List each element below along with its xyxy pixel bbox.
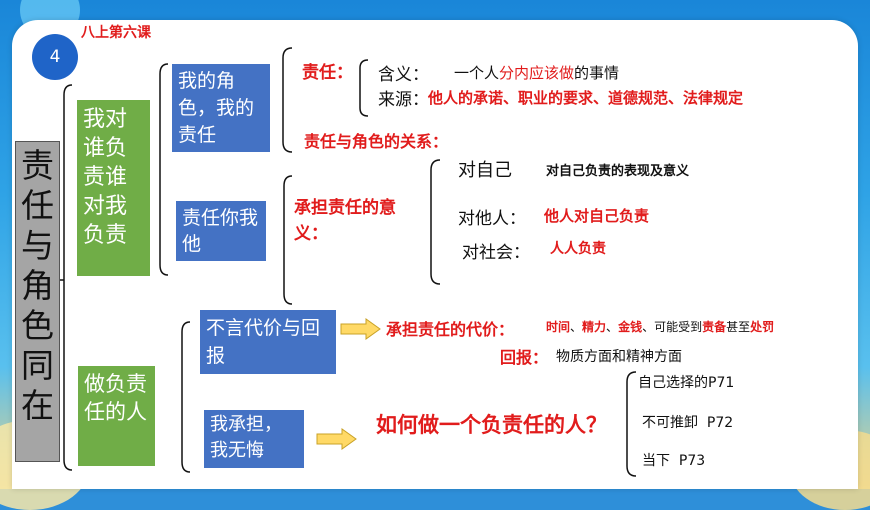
cost-box: 不言代价与回报 — [200, 310, 336, 374]
no-regret-box-label: 我承担，我无悔 — [210, 414, 282, 461]
significance-heading: 承担责任的意义： — [294, 195, 406, 247]
role-box-label: 我的角色，我的责任 — [178, 70, 255, 146]
cost-items: 时间、精力、金钱、可能受到责备甚至处罚 — [546, 318, 774, 335]
meaning-text: 一个人分内应该做的事情 — [454, 62, 619, 83]
meaning-post: 的事情 — [574, 64, 620, 82]
cost-item-punishment: 处罚 — [750, 320, 775, 334]
others-label: 对他人： — [458, 209, 526, 229]
self-label: 对自己 — [458, 160, 512, 181]
return-label: 回报： — [500, 348, 549, 367]
cost-item-time: 时间 — [546, 320, 571, 334]
self-text: 对自己负责的表现及意义 — [546, 164, 690, 179]
role-box: 我的角色，我的责任 — [172, 64, 270, 152]
arrow-right-icon — [316, 428, 357, 450]
relation-heading: 责任与角色的关系： — [304, 132, 449, 151]
cost-heading: 承担责任的代价： — [386, 320, 515, 339]
cost-box-label: 不言代价与回报 — [206, 317, 321, 367]
society-label: 对社会： — [462, 243, 530, 263]
meaning-label: 含义： — [378, 65, 429, 85]
meaning-red: 分内应该做 — [499, 64, 575, 82]
source-text: 他人的承诺、职业的要求、道德规范、法律规定 — [428, 89, 744, 107]
no-regret-box: 我承担，我无悔 — [204, 410, 304, 468]
main-title: 责任与角色同在 — [15, 141, 60, 462]
how-item: 当下 P73 — [642, 453, 706, 469]
cost-possible: 、可能受到 — [642, 320, 703, 334]
mindmap-brackets — [60, 47, 637, 477]
return-text: 物质方面和精神方面 — [556, 349, 682, 365]
responsibility-heading: 责任： — [302, 63, 353, 83]
how-question: 如何做一个负责任的人？ — [376, 410, 616, 440]
share-box: 责任你我他 — [176, 201, 266, 261]
significance-heading-text: 承担责任的意义： — [294, 198, 396, 244]
how-item: 自己选择的P71 — [638, 375, 735, 391]
branch-upper: 我对谁负责谁对我负责 — [77, 100, 150, 276]
cost-item-money: 金钱 — [618, 320, 643, 334]
arrow-right-icon — [340, 318, 381, 340]
section-number-badge: 4 — [32, 34, 78, 80]
others-text: 他人对自己负责 — [544, 207, 650, 225]
how-item: 不可推卸 P72 — [642, 415, 734, 431]
branch-lower: 做负责任的人 — [78, 366, 155, 466]
branch-lower-label: 做负责任的人 — [84, 372, 147, 424]
source-label: 来源： — [378, 90, 429, 110]
cost-item-energy: 精力 — [582, 320, 607, 334]
society-text: 人人负责 — [550, 241, 606, 257]
branch-upper-label: 我对谁负责谁对我负责 — [83, 107, 128, 248]
how-question-text: 如何做一个负责任的人？ — [376, 413, 607, 437]
cost-even: 甚至 — [726, 320, 751, 334]
meaning-pre: 一个人 — [454, 64, 500, 82]
share-box-label: 责任你我他 — [182, 207, 259, 255]
cost-item-blame: 责备 — [702, 320, 727, 334]
lesson-label: 八上第六课 — [81, 25, 151, 41]
cost-separator: 、 — [570, 320, 583, 334]
cost-separator: 、 — [606, 320, 619, 334]
